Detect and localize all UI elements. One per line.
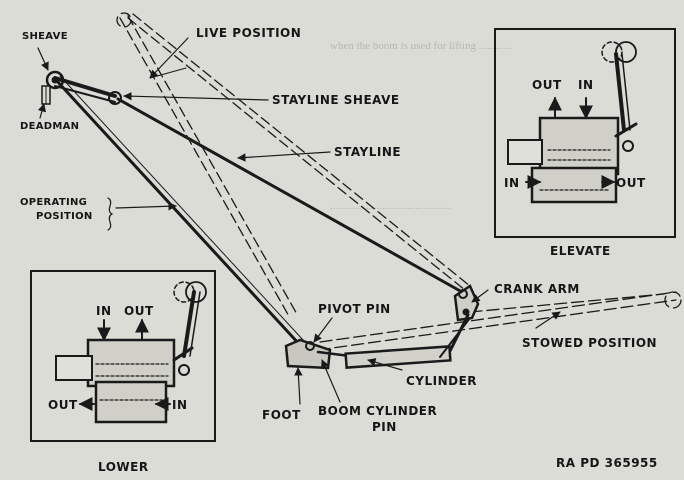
crank-arm <box>453 284 480 322</box>
stayline-label: STAYLINE <box>334 145 402 159</box>
pivot-pin-label: PIVOT PIN <box>318 302 391 316</box>
cylinder-label: CYLINDER <box>406 374 478 388</box>
boom-cylinder-pin-label-2: PIN <box>372 420 397 434</box>
deadman-label: DEADMAN <box>20 121 80 132</box>
lower-valve-drawing <box>55 281 207 424</box>
elevate-caption: ELEVATE <box>550 244 611 258</box>
stayline-sheave-assembly <box>41 70 122 105</box>
lower-inset <box>30 270 216 442</box>
stayline-cable <box>116 97 464 294</box>
lower-in-top: IN <box>96 304 112 318</box>
operating-position-label-1: OPERATING <box>20 197 88 208</box>
ghost-text: ........................................… <box>330 200 451 212</box>
operating-boom <box>54 75 305 347</box>
operating-position-label-2: POSITION <box>36 211 93 222</box>
stayline-sheave-label: STAYLINE SHEAVE <box>272 93 400 107</box>
live-position-label: LIVE POSITION <box>196 26 302 40</box>
elevate-valve-drawing <box>507 41 638 204</box>
lower-caption: LOWER <box>98 460 149 474</box>
sheave-label: SHEAVE <box>22 31 68 42</box>
elevate-in-side: IN <box>504 176 520 190</box>
lower-out-top: OUT <box>124 304 154 318</box>
crank-arm-label: CRANK ARM <box>494 282 580 296</box>
foot-label: FOOT <box>262 408 301 422</box>
leader-lines <box>37 37 561 405</box>
stowed-position-label: STOWED POSITION <box>522 336 658 350</box>
elevate-out-side: OUT <box>616 176 646 190</box>
hydraulic-cylinder <box>316 313 471 369</box>
lower-out-side: OUT <box>48 398 78 412</box>
foot <box>284 338 332 370</box>
stowed-position-boom <box>317 291 682 351</box>
figure-reference: RA PD 365955 <box>556 456 658 470</box>
elevate-in-top: IN <box>578 78 594 92</box>
lower-in-side: IN <box>172 398 188 412</box>
elevate-out-top: OUT <box>532 78 562 92</box>
ghost-text: when the boom is used for lifting ......… <box>330 40 512 52</box>
elevate-inset <box>494 28 676 238</box>
boom-cylinder-pin-label-1: BOOM CYLINDER <box>318 404 438 418</box>
